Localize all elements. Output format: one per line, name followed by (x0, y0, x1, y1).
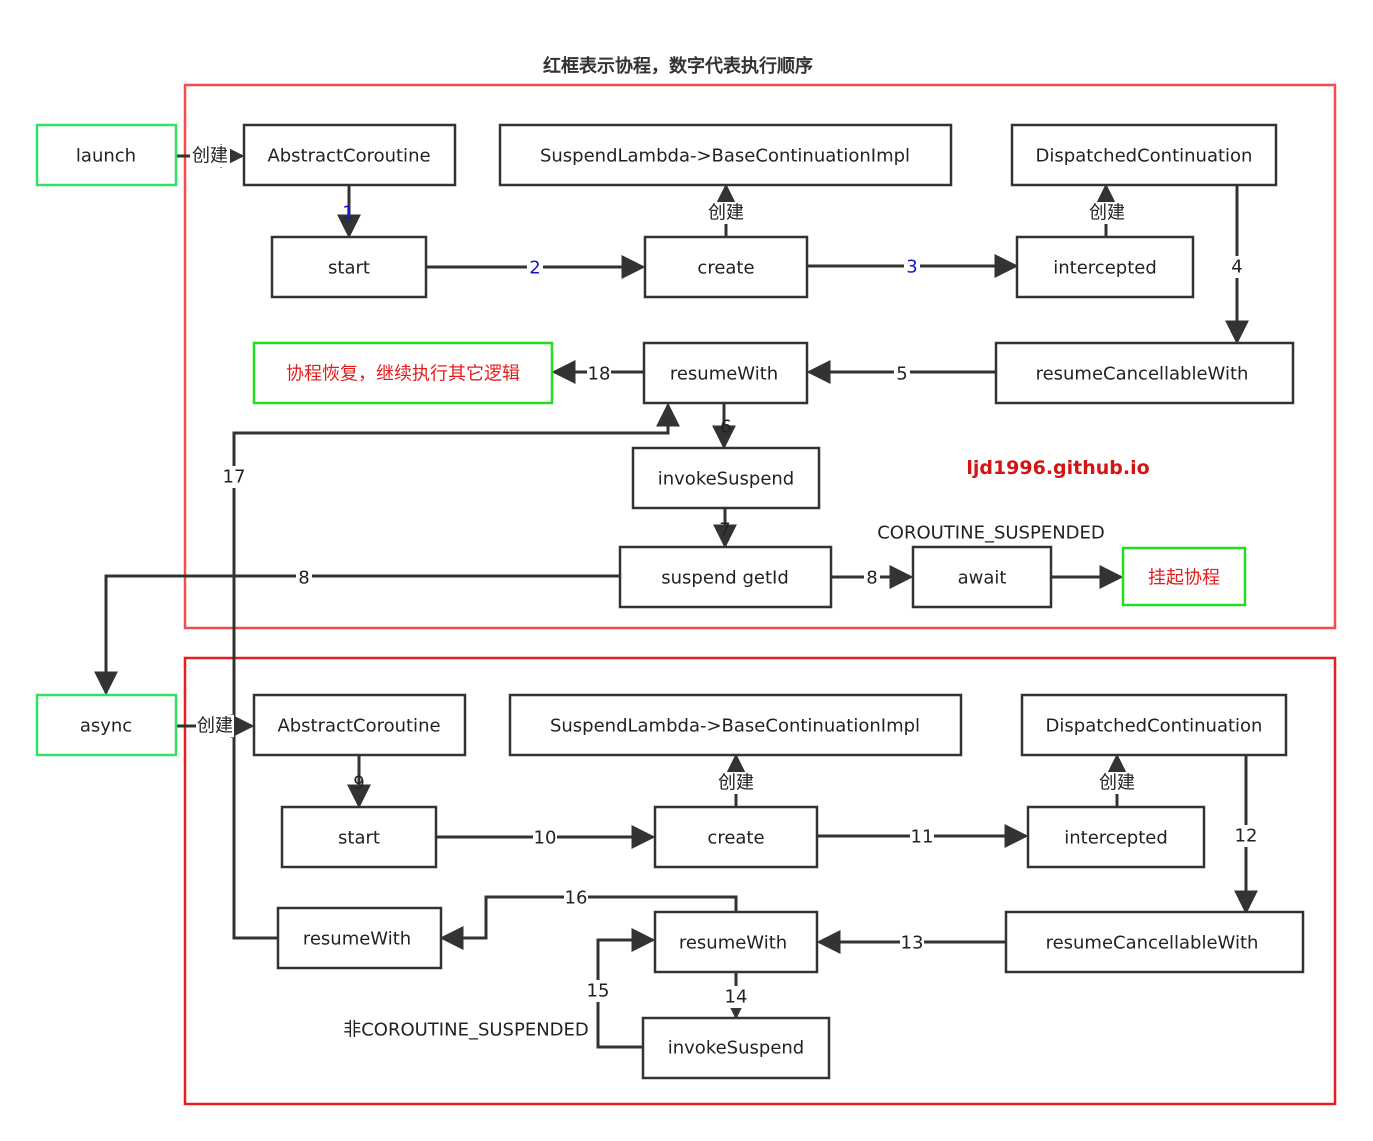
bottom-intercepted-label: intercepted (1064, 828, 1168, 849)
step-9: 9 (353, 773, 364, 794)
suspend-coroutine-label: 挂起协程 (1148, 568, 1220, 589)
edge-step-16 (439, 895, 738, 950)
top-abstract-coroutine-node (242, 123, 457, 187)
label-launch-create: 创建 (192, 146, 228, 167)
suspend-getid-label: suspend getId (661, 568, 789, 589)
label-top-create-lambda: 创建 (708, 203, 744, 224)
top-suspend-lambda-label: SuspendLambda->BaseContinuationImpl (540, 146, 910, 167)
bottom-invoke-suspend-node (641, 1016, 831, 1080)
bottom-dispatched-continuation-label: DispatchedContinuation (1046, 716, 1263, 737)
launch-label: launch (76, 146, 136, 167)
top-dispatched-continuation-label: DispatchedContinuation (1036, 146, 1253, 167)
top-resume-with-label: resumeWith (670, 364, 778, 385)
step-3: 3 (906, 257, 917, 278)
bottom-resume-with-left-label: resumeWith (303, 929, 411, 950)
top-invoke-suspend-label: invokeSuspend (658, 469, 794, 490)
async-node (35, 693, 178, 757)
bottom-resume-with-node (653, 910, 819, 974)
step-8-async: 8 (298, 568, 309, 589)
suspend-coroutine-node (1121, 546, 1247, 607)
coroutine-suspended-annotation: COROUTINE_SUSPENDED (877, 523, 1105, 544)
bottom-resume-cancellable-label: resumeCancellableWith (1046, 933, 1259, 954)
bottom-suspend-lambda-label: SuspendLambda->BaseContinuationImpl (550, 716, 920, 737)
top-resume-cancellable-node (994, 341, 1295, 405)
step-16: 16 (565, 888, 588, 909)
top-resume-cancellable-label: resumeCancellableWith (1036, 364, 1249, 385)
bottom-start-node (280, 805, 438, 869)
bottom-resume-cancellable-node (1004, 910, 1305, 974)
edge-step-8-async (94, 574, 620, 696)
top-abstract-coroutine-label: AbstractCoroutine (267, 146, 430, 167)
bottom-suspend-lambda-node (508, 693, 963, 757)
step-13: 13 (901, 933, 924, 954)
await-label: await (958, 568, 1007, 589)
step-1: 1 (342, 203, 353, 224)
step-12: 12 (1235, 826, 1258, 847)
top-intercepted-label: intercepted (1053, 258, 1157, 279)
suspend-getid-node (618, 545, 833, 609)
edge-step-17 (232, 402, 680, 940)
launch-node (35, 123, 178, 187)
bottom-invoke-suspend-label: invokeSuspend (668, 1038, 804, 1059)
top-intercepted-node (1015, 235, 1195, 299)
step-7: 7 (719, 520, 730, 541)
coroutine-resumed-label: 协程恢复，继续执行其它逻辑 (286, 364, 520, 385)
step-15: 15 (587, 981, 610, 1002)
bottom-abstract-coroutine-label: AbstractCoroutine (277, 716, 440, 737)
non-coroutine-suspended-annotation: 非COROUTINE_SUSPENDED (343, 1020, 589, 1041)
top-start-label: start (328, 258, 370, 279)
bottom-abstract-coroutine-node (252, 693, 467, 757)
bottom-create-node (653, 805, 819, 869)
step-4: 4 (1231, 257, 1242, 278)
site-watermark: ljd1996.github.io (966, 457, 1149, 479)
label-bottom-create-lambda: 创建 (718, 773, 754, 794)
label-top-intercepted-dispatched: 创建 (1089, 203, 1125, 224)
bottom-create-label: create (707, 828, 764, 849)
bottom-start-label: start (338, 828, 380, 849)
bottom-resume-with-left-node (276, 906, 443, 970)
top-resume-with-node (642, 341, 809, 405)
step-14: 14 (725, 987, 748, 1008)
step-2: 2 (529, 258, 540, 279)
async-coroutine-frame (183, 656, 1337, 1106)
launch-coroutine-frame (183, 83, 1337, 630)
top-dispatched-continuation-node (1010, 123, 1278, 187)
top-create-node (643, 235, 809, 299)
top-start-node (270, 235, 428, 299)
step-6: 6 (720, 417, 731, 438)
step-5: 5 (896, 364, 907, 385)
step-11: 11 (911, 827, 934, 848)
label-bottom-intercepted-dispatched: 创建 (1099, 773, 1135, 794)
step-10: 10 (534, 828, 557, 849)
label-async-create: 创建 (197, 716, 233, 737)
step-17: 17 (223, 467, 246, 488)
diagram-title: 红框表示协程，数字代表执行顺序 (543, 55, 813, 77)
await-node (911, 545, 1053, 609)
top-create-label: create (697, 258, 754, 279)
top-invoke-suspend-node (631, 446, 821, 510)
step-18: 18 (588, 364, 611, 385)
async-label: async (80, 716, 132, 737)
top-suspend-lambda-node (498, 123, 953, 187)
bottom-dispatched-continuation-node (1020, 693, 1288, 757)
bottom-intercepted-node (1026, 805, 1206, 869)
bottom-resume-with-label: resumeWith (679, 933, 787, 954)
coroutine-resumed-node (252, 341, 554, 405)
step-8-await: 8 (866, 568, 877, 589)
